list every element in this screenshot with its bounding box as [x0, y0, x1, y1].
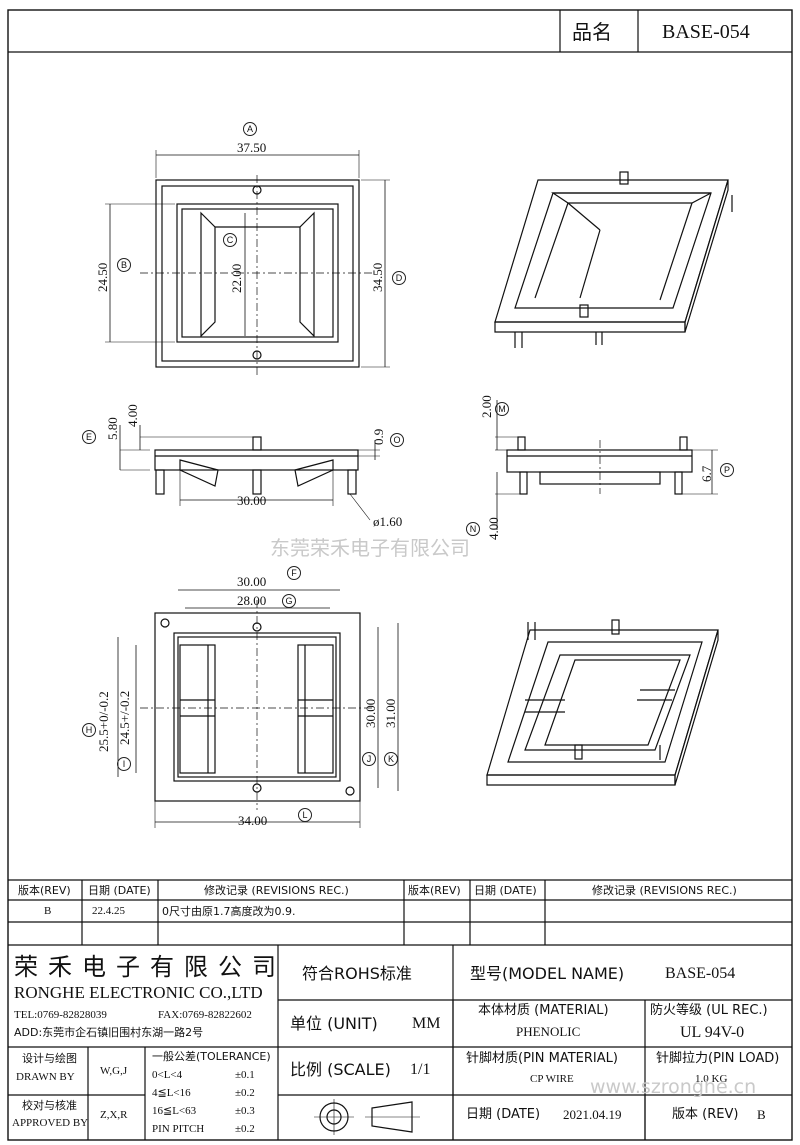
date-label: 日期 (DATE) — [466, 1107, 541, 1122]
fire-label: 防火等级 (UL REC.) — [650, 1003, 768, 1018]
dim-m: 2.00 — [479, 395, 494, 418]
rev-row-rec: 0尺寸由原1.7高度改为0.9. — [162, 905, 296, 918]
tol-val-4: ±0.2 — [235, 1123, 255, 1135]
rev-header-2: 日期 (DATE) — [88, 884, 151, 897]
company-cn: 荣禾电子有限公司 — [14, 953, 286, 981]
approved-by: APPROVED BY — [12, 1117, 89, 1129]
company-addr: ADD:东莞市企石镇旧围村东湖一路2号 — [14, 1026, 204, 1039]
label-o: O — [390, 433, 404, 447]
dim-b: 24.50 — [95, 262, 110, 292]
pin-load-value: 1.0 KG — [695, 1073, 728, 1085]
material-value: PHENOLIC — [516, 1024, 581, 1039]
label-n: N — [466, 522, 480, 536]
label-l: L — [298, 808, 312, 822]
rev-header-1: 版本(REV) — [18, 884, 71, 897]
dim-o: 0.9 — [371, 428, 386, 445]
label-h: H — [82, 723, 96, 737]
rev-header-5: 日期 (DATE) — [474, 884, 537, 897]
rev-header-3: 修改记录 (REVISIONS REC.) — [204, 884, 349, 897]
scale-value: 1/1 — [410, 1061, 431, 1078]
rev-header-6: 修改记录 (REVISIONS REC.) — [592, 884, 737, 897]
tol-range-2: 4≦L<16 — [152, 1087, 191, 1099]
dim-l: 34.00 — [238, 813, 268, 828]
unit-value: MM — [412, 1015, 441, 1032]
rev-row-date: 22.4.25 — [92, 905, 125, 917]
dim-h: 25.5+0/-0.2 — [96, 691, 111, 752]
dim-j: 30.00 — [363, 698, 378, 728]
material-label: 本体材质 (MATERIAL) — [478, 1003, 609, 1018]
company-en: RONGHE ELECTRONIC CO.,LTD — [14, 983, 263, 1002]
tol-val-3: ±0.3 — [235, 1105, 255, 1117]
drawn-value: W,G,J — [100, 1065, 128, 1077]
watermark-company: 东莞荣禾电子有限公司 — [270, 536, 470, 560]
approved-value: Z,X,R — [100, 1109, 128, 1121]
pin-material-label: 针脚材质(PIN MATERIAL) — [466, 1051, 618, 1066]
model-title: BASE-054 — [662, 21, 750, 43]
date-value: 2021.04.19 — [563, 1107, 622, 1122]
label-i: I — [117, 757, 131, 771]
dim-e1: 5.80 — [105, 417, 120, 440]
dim-i: 24.5+/-0.2 — [117, 690, 132, 745]
dim-a: 37.50 — [237, 140, 267, 155]
dim-e2: 4.00 — [125, 404, 140, 427]
label-k: K — [384, 752, 398, 766]
label-j: J — [362, 752, 376, 766]
dim-p: 6.7 — [699, 465, 714, 482]
label-g: G — [282, 594, 296, 608]
dim-30: 30.00 — [237, 493, 267, 508]
label-p: P — [720, 463, 734, 477]
model-label: 型号(MODEL NAME) — [470, 964, 625, 983]
tolerance-title: 一般公差(TOLERANCE) — [152, 1050, 271, 1063]
fire-value: UL 94V-0 — [680, 1024, 745, 1041]
dim-c: 22.00 — [229, 263, 244, 293]
label-a: A — [243, 122, 257, 136]
watermark-url: www.szronghe.cn — [590, 1076, 757, 1098]
unit-label: 单位 (UNIT) — [290, 1014, 378, 1033]
label-b: B — [117, 258, 131, 272]
company-fax: FAX:0769-82822602 — [158, 1009, 252, 1021]
label-m: M — [495, 402, 509, 416]
label-c: C — [223, 233, 237, 247]
scale-label: 比例 (SCALE) — [290, 1060, 391, 1079]
drawn-by: DRAWN BY — [16, 1071, 75, 1083]
name-label: 品名 — [572, 20, 612, 44]
label-f: F — [287, 566, 301, 580]
tol-val-2: ±0.2 — [235, 1087, 255, 1099]
rev-label: 版本 (REV) — [672, 1107, 739, 1122]
label-e: E — [82, 430, 96, 444]
tol-range-4: PIN PITCH — [152, 1123, 205, 1135]
dim-k: 31.00 — [383, 698, 398, 728]
tol-val-1: ±0.1 — [235, 1069, 255, 1081]
dim-n: 4.00 — [486, 517, 501, 540]
tol-range-3: 16≦L<63 — [152, 1105, 197, 1117]
model-value: BASE-054 — [665, 965, 736, 982]
dim-pin: ø1.60 — [373, 514, 403, 529]
company-tel: TEL:0769-82828039 — [14, 1009, 107, 1021]
rev-row-rev: B — [44, 905, 52, 917]
rev-value: B — [757, 1107, 766, 1122]
dim-f: 30.00 — [237, 574, 267, 589]
dim-d: 34.50 — [370, 262, 385, 292]
pin-material-value: CP WIRE — [530, 1073, 574, 1085]
rev-header-4: 版本(REV) — [408, 884, 461, 897]
label-d: D — [392, 271, 406, 285]
dim-g: 28.00 — [237, 593, 267, 608]
tol-range-1: 0<L<4 — [152, 1069, 183, 1081]
rohs-label: 符合ROHS标准 — [302, 964, 412, 983]
pin-load-label: 针脚拉力(PIN LOAD) — [656, 1051, 780, 1066]
design-label: 设计与绘图 — [22, 1052, 77, 1065]
check-label: 校对与核准 — [22, 1099, 77, 1112]
